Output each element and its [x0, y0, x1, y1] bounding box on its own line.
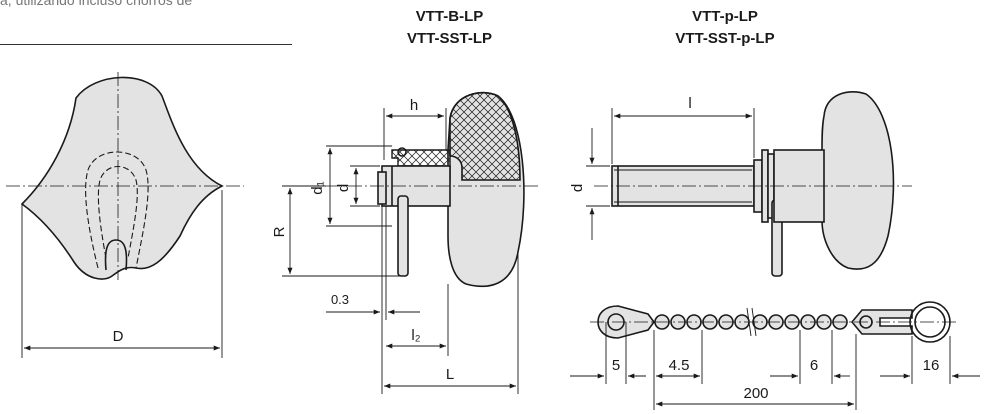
knob-front-hidden-cavity	[85, 151, 149, 269]
dim-label-0.3: 0.3	[331, 292, 349, 307]
title-vtt-sst-lp: VTT-SST-LP	[406, 30, 492, 47]
section-divider	[0, 44, 292, 45]
ball-chain-view: 5 4.5 6 16 200	[570, 301, 980, 410]
side-retaining-tab	[397, 195, 409, 277]
side-pin-collar	[377, 171, 387, 205]
title-variant-p: VTT-p-LP VTT-SST-p-LP	[630, 6, 820, 50]
dim-label-l: l	[688, 95, 691, 112]
side-spring-circle	[397, 147, 407, 157]
dim-label-5: 5	[612, 357, 620, 374]
knob-side-plain-view: l d	[569, 91, 912, 277]
knob-side-section-view: h d₁ d R 0.3 l₂ L	[271, 91, 540, 394]
dim-label-d1: d₁	[309, 181, 326, 194]
knob-front-outline	[20, 76, 224, 280]
dim-label-16: 16	[923, 357, 940, 374]
title-vtt-p-lp: VTT-p-LP	[692, 8, 758, 25]
dim-label-l2: l₂	[411, 327, 420, 344]
dim-label-D: D	[113, 328, 124, 345]
dim-label-d-right: d	[569, 184, 586, 192]
dim-label-R: R	[271, 226, 288, 237]
dim-label-L: L	[446, 366, 454, 383]
title-vtt-b-lp: VTT-B-LP	[415, 8, 484, 25]
dim-label-200: 200	[743, 385, 768, 402]
side-knob-hatched-section	[449, 91, 521, 181]
knob-front-slot	[104, 239, 128, 271]
plain-knob-body	[821, 91, 895, 270]
dim-label-h: h	[410, 97, 418, 114]
intro-text-fragment: a, utilizando incluso chorros de	[0, 0, 193, 8]
dim-label-d-left: d	[335, 184, 352, 192]
dim-label-4.5: 4.5	[669, 357, 690, 374]
dim-label-6: 6	[810, 357, 818, 374]
title-variant-b: VTT-B-LP VTT-SST-LP	[382, 6, 517, 50]
knob-front-view: D	[6, 72, 244, 358]
title-vtt-sst-p-lp: VTT-SST-p-LP	[675, 30, 775, 47]
